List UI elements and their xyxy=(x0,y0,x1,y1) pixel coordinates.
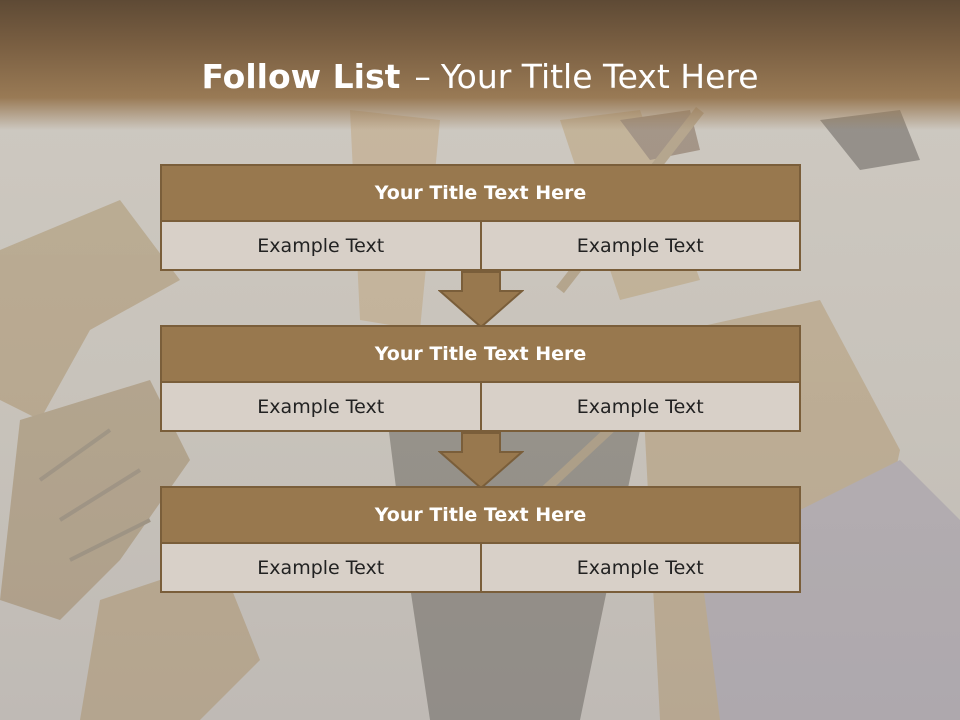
block-title: Your Title Text Here xyxy=(160,486,801,544)
title-bar xyxy=(0,0,960,130)
block-left-cell: Example Text xyxy=(160,383,482,432)
block-right-cell: Example Text xyxy=(479,544,801,593)
block-right-cell: Example Text xyxy=(479,222,801,271)
block-right-cell: Example Text xyxy=(479,383,801,432)
block-left-cell: Example Text xyxy=(160,222,482,271)
slide-title-rest: Your Title Text Here xyxy=(440,57,759,96)
down-arrow-icon xyxy=(438,432,524,490)
block-title: Your Title Text Here xyxy=(160,164,801,222)
block-title: Your Title Text Here xyxy=(160,325,801,383)
block-left-cell: Example Text xyxy=(160,544,482,593)
down-arrow-icon xyxy=(438,271,524,329)
slide-title-bold: Follow List xyxy=(201,57,401,96)
block-cells: Example Text Example Text xyxy=(160,383,801,432)
list-block-1: Your Title Text Here Example Text Exampl… xyxy=(160,164,801,271)
block-cells: Example Text Example Text xyxy=(160,544,801,593)
list-block-3: Your Title Text Here Example Text Exampl… xyxy=(160,486,801,593)
slide-title-separator: – xyxy=(414,57,431,96)
block-cells: Example Text Example Text xyxy=(160,222,801,271)
slide-title: Follow List–Your Title Text Here xyxy=(0,54,960,100)
list-block-2: Your Title Text Here Example Text Exampl… xyxy=(160,325,801,432)
